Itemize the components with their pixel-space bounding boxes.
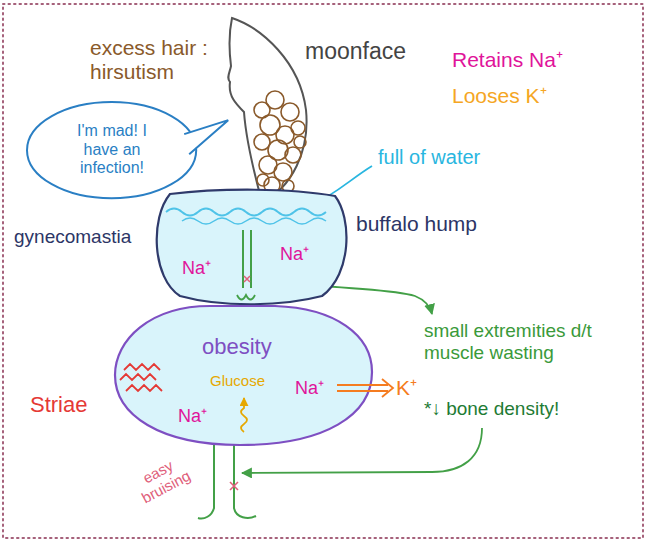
upper-body: Na⁺ Na⁺ [150,188,350,304]
upper-body-shape [157,190,347,305]
body-text: Na⁺ [178,406,207,427]
symptom-label: gynecomastia [14,226,131,248]
hair-curl [274,163,292,181]
hair-curl [285,147,301,163]
right-leg [234,444,256,518]
body-text: Glucose [210,372,265,389]
hair-curl [291,121,305,135]
symptom-label: moonface [305,38,406,64]
symptom-label: *↓ bone density! [424,398,559,420]
glucose-arrow [241,398,247,432]
water-wave [182,218,326,224]
bubble-tail [185,120,229,154]
left-leg [198,444,214,519]
body-text: Na⁺ [280,244,309,265]
lower-body: obesityGlucoseNa⁺Na⁺ [110,300,378,450]
hair-curl [268,140,288,160]
striae-mark [124,364,160,370]
symptom-label: easy bruising [122,447,202,511]
hair-curl [266,91,284,109]
hair-curl [281,103,299,121]
hair-curl [260,115,280,135]
bubble-text: I'm mad! I have an infection! [60,122,164,177]
body-text: Na⁺ [182,258,211,279]
symptom-label: small extremities d/t muscle wasting [424,320,614,364]
symptom-label: excess hair : hirsutism [90,36,230,84]
bruise-mark [230,482,238,490]
body-text: obesity [202,334,272,359]
bruise-mark [244,276,250,282]
bubble-ellipse [27,102,196,198]
hair-curl [257,174,269,186]
upper-body-outline [150,188,350,304]
hair-curl [276,126,294,144]
hair-curl [259,156,277,174]
striae-mark [126,385,162,391]
dotted-border [3,4,643,538]
body-text: Na⁺ [295,378,324,399]
hair-curl [294,136,306,148]
loss-arrow [337,385,388,391]
thin-arm [243,230,251,288]
bubble-tail-fill [183,120,229,154]
electrolyte-note: Looses K⁺ [452,84,547,108]
symptom-label: full of water [378,146,480,169]
hair-curl [254,102,270,118]
moon-face [228,18,306,202]
hair-scribble [254,91,306,193]
striae-mark [120,374,156,380]
symptom-label: Striae [30,392,87,417]
hand [237,295,255,300]
loss-arrow-head [382,379,393,397]
ion-label: K⁺ [396,376,417,400]
lower-body-shape [115,306,372,445]
speech-bubble: I'm mad! I have an infection! [25,100,198,200]
hair-curl [254,134,270,150]
water-wave [166,209,326,216]
electrolyte-note: Retains Na⁺ [452,48,563,72]
symptom-label: buffalo hump [356,212,477,236]
